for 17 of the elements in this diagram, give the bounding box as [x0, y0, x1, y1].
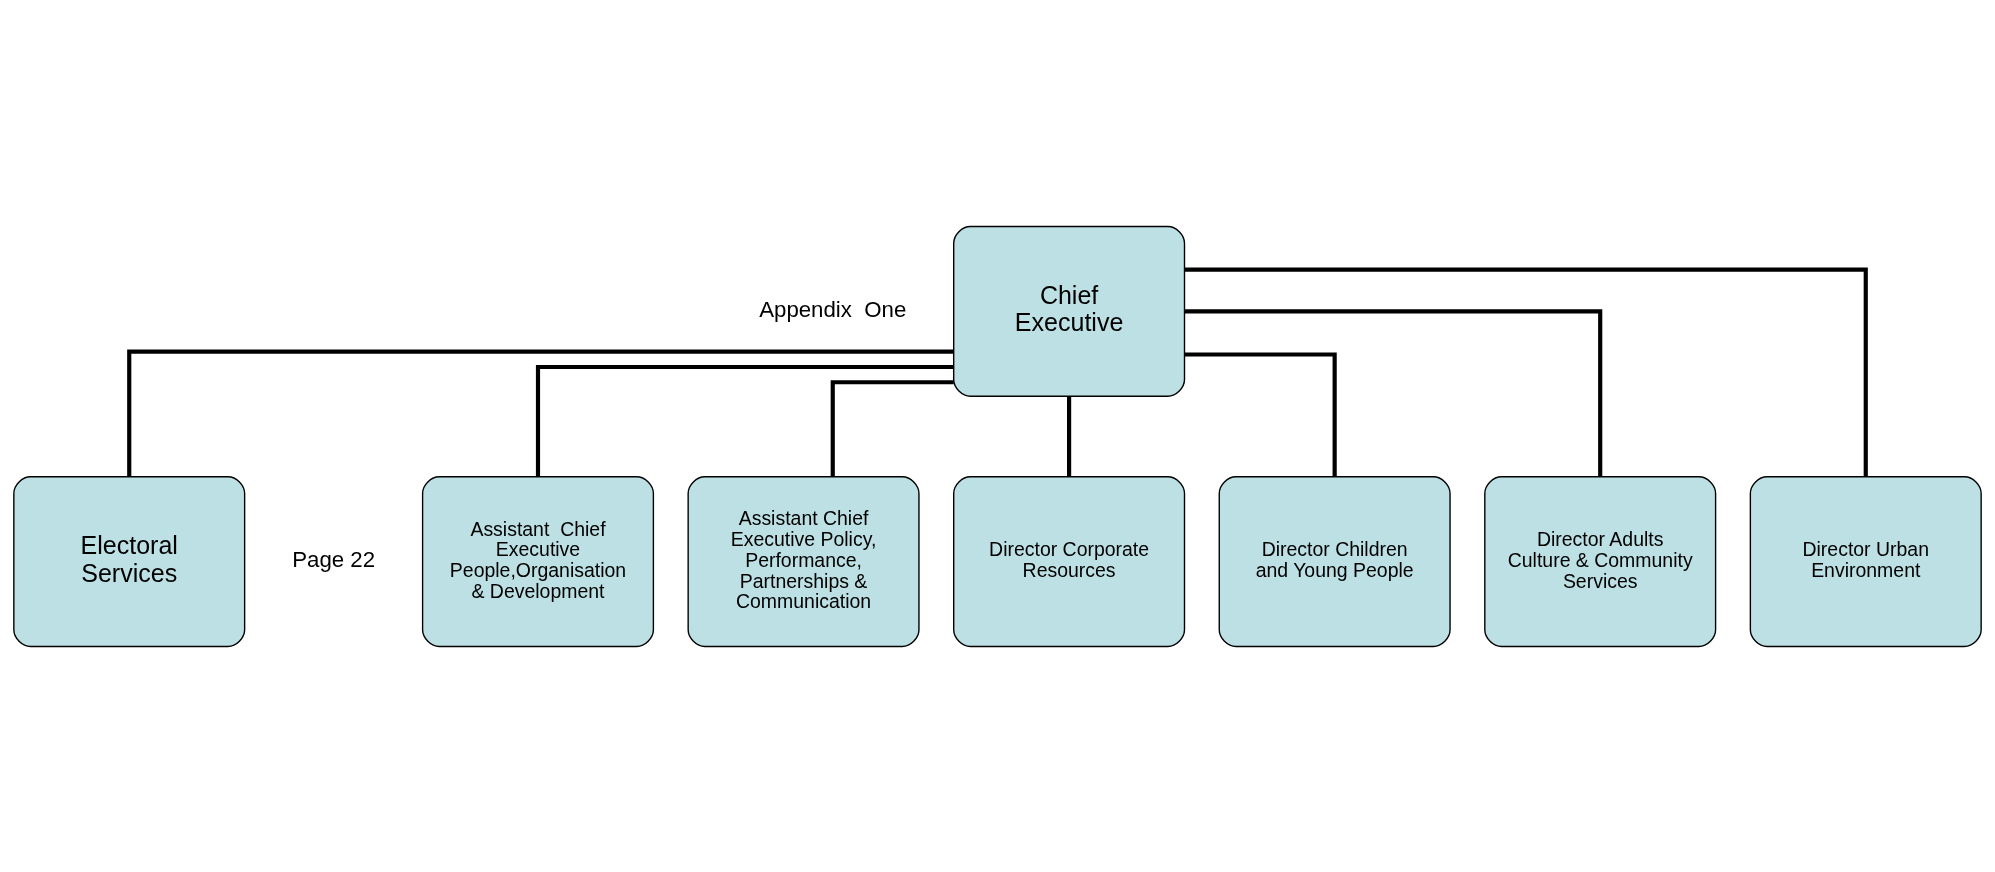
connector	[127, 349, 954, 476]
connector	[830, 379, 954, 477]
node-box: Director Urban Environment	[1749, 475, 1982, 647]
node-box: Director Corporate Resources	[953, 475, 1186, 647]
label: Page 22	[292, 546, 376, 572]
node-box: Chief Executive	[953, 225, 1186, 397]
connector	[535, 364, 954, 476]
node-box: Director Adults Culture & Community Services	[1484, 475, 1717, 647]
connector	[1184, 351, 1337, 477]
label: Appendix One	[759, 296, 907, 322]
node-box: Electoral Services	[13, 475, 246, 647]
connector	[1184, 267, 1868, 477]
connector	[1185, 308, 1603, 477]
node-box: Director Children and Young People	[1218, 475, 1451, 647]
connector	[1067, 395, 1072, 477]
node-box: Assistant Chief Executive People,Organisation & Development	[421, 475, 655, 647]
node-box: Assistant Chief Executive Policy, Performance, Partnerships & Communication	[687, 475, 920, 647]
